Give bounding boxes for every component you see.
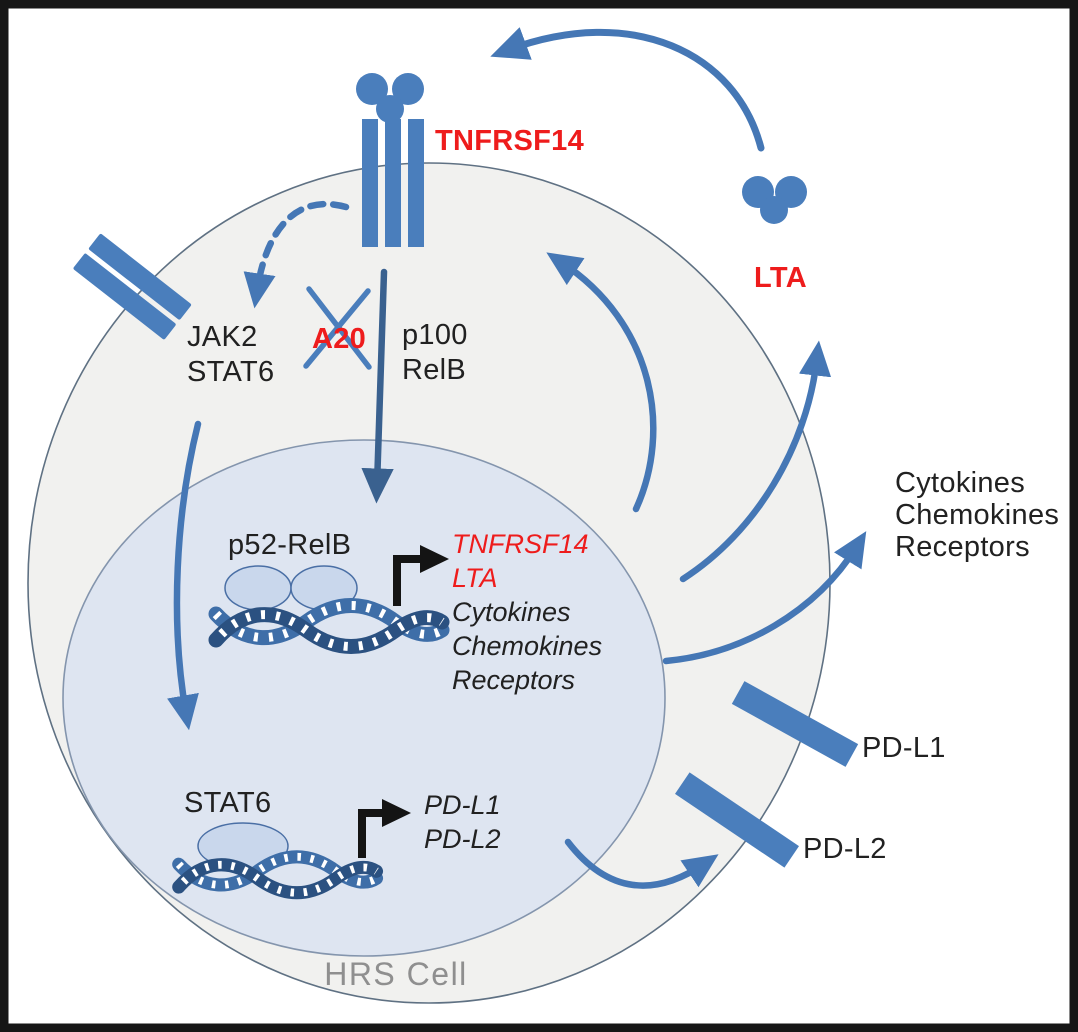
stat6-nuclear-label: STAT6 xyxy=(184,787,271,819)
jak2-label: JAK2 xyxy=(187,321,258,353)
gene-list-line: TNFRSF14 xyxy=(452,529,589,559)
p100-relb-nuclear-arrow xyxy=(361,268,394,504)
tnfrsf14-receptor-icon xyxy=(356,73,424,247)
pdl2-label: PD-L2 xyxy=(803,833,887,865)
pdl1-membrane-bar xyxy=(731,681,859,767)
p52-relb-blob xyxy=(224,565,292,611)
secreted-list-line: Cytokines xyxy=(895,467,1025,499)
ligand-label: LTA xyxy=(754,262,807,294)
pdl-gene-line: PD-L1 xyxy=(424,790,501,820)
a20-cross-icon xyxy=(303,286,372,370)
gene-list-line: Cytokines xyxy=(452,597,571,627)
nucleus xyxy=(62,439,666,957)
p52relb-label: p52-RelB xyxy=(228,529,351,561)
transcription-start-arrow xyxy=(393,545,449,606)
tnfrsf14-feedback-arrow xyxy=(546,252,657,513)
gene-list-line: LTA xyxy=(452,563,498,593)
pdl2-membrane-bar xyxy=(675,772,799,868)
transcription-start-arrow xyxy=(358,799,411,858)
receptor-label: TNFRSF14 xyxy=(435,125,584,157)
secreted-list-line: Chemokines xyxy=(895,499,1059,531)
autocrine-loop-arrow xyxy=(490,27,765,152)
pdl1-label: PD-L1 xyxy=(862,732,946,764)
cytokine-secretion-arrow xyxy=(662,531,867,665)
gene-list-line: Receptors xyxy=(452,665,575,695)
dashed-signal-arrow xyxy=(243,200,350,309)
pdl2-transport-arrow xyxy=(564,838,719,889)
pdl-gene-line: PD-L2 xyxy=(424,824,501,854)
lta-ligand-icon xyxy=(742,176,807,224)
jak2-receptor-icon xyxy=(73,233,192,340)
stat6-label: STAT6 xyxy=(187,356,274,388)
gene-list-line: Chemokines xyxy=(452,631,602,661)
secreted-list-line: Receptors xyxy=(895,531,1030,563)
relb-label: RelB xyxy=(402,354,466,386)
a20-label: A20 xyxy=(312,323,366,355)
p100-label: p100 xyxy=(402,319,468,351)
lta-secretion-arrow xyxy=(679,340,832,583)
jak2-stat6-arrow xyxy=(167,420,202,731)
hrs-cell-label: HRS Cell xyxy=(324,956,468,992)
